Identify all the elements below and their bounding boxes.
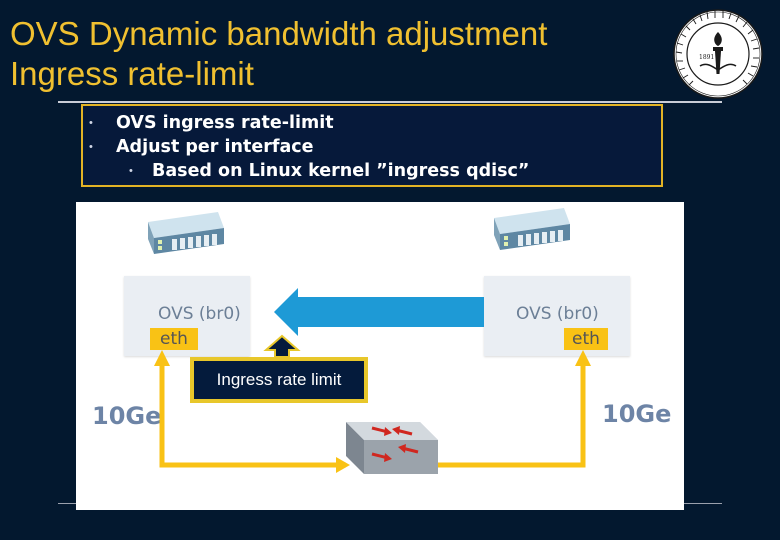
- network-switch-icon: [346, 422, 438, 474]
- bullet-subitem: Based on Linux kernel ”ingress qdisc”: [152, 161, 530, 181]
- slide-title-line-2: Ingress rate-limit: [10, 55, 254, 92]
- seal-year: 1891: [699, 54, 714, 61]
- bullet-box: • OVS ingress rate-limit • Adjust per in…: [81, 104, 663, 187]
- link-speed-left: 10Ge: [92, 402, 162, 430]
- traffic-direction-arrow: [274, 288, 484, 336]
- ovs-left-label: OVS (br0): [158, 304, 241, 324]
- caltech-seal-icon: 1891: [672, 8, 764, 100]
- bullet-dot-icon: •: [89, 141, 93, 153]
- callout-label: Ingress rate limit: [194, 361, 364, 399]
- server-icon: [494, 208, 570, 250]
- ingress-rate-limit-callout: Ingress rate limit: [190, 357, 368, 403]
- title-underline: [58, 101, 722, 103]
- server-icon: [148, 212, 224, 254]
- eth-port-right: eth: [564, 328, 608, 350]
- eth-port-left: eth: [150, 328, 198, 350]
- bullet-dot-icon: •: [89, 117, 93, 129]
- slide-title-line-1: OVS Dynamic bandwidth adjustment: [10, 15, 548, 52]
- slide-title: OVS Dynamic bandwidth adjustment Ingress…: [10, 14, 547, 94]
- diagram-graphics: [148, 208, 591, 474]
- link-speed-right: 10Ge: [602, 400, 672, 428]
- link-lines: [159, 362, 586, 468]
- network-diagram: OVS (br0) OVS (br0) eth eth 10Ge 10Ge: [76, 202, 684, 510]
- bullet-item: Adjust per interface: [116, 137, 314, 157]
- bullet-item: OVS ingress rate-limit: [116, 113, 334, 133]
- ovs-right-label: OVS (br0): [516, 304, 599, 324]
- bullet-dot-icon: •: [129, 165, 133, 177]
- callout-pointer: [263, 334, 301, 358]
